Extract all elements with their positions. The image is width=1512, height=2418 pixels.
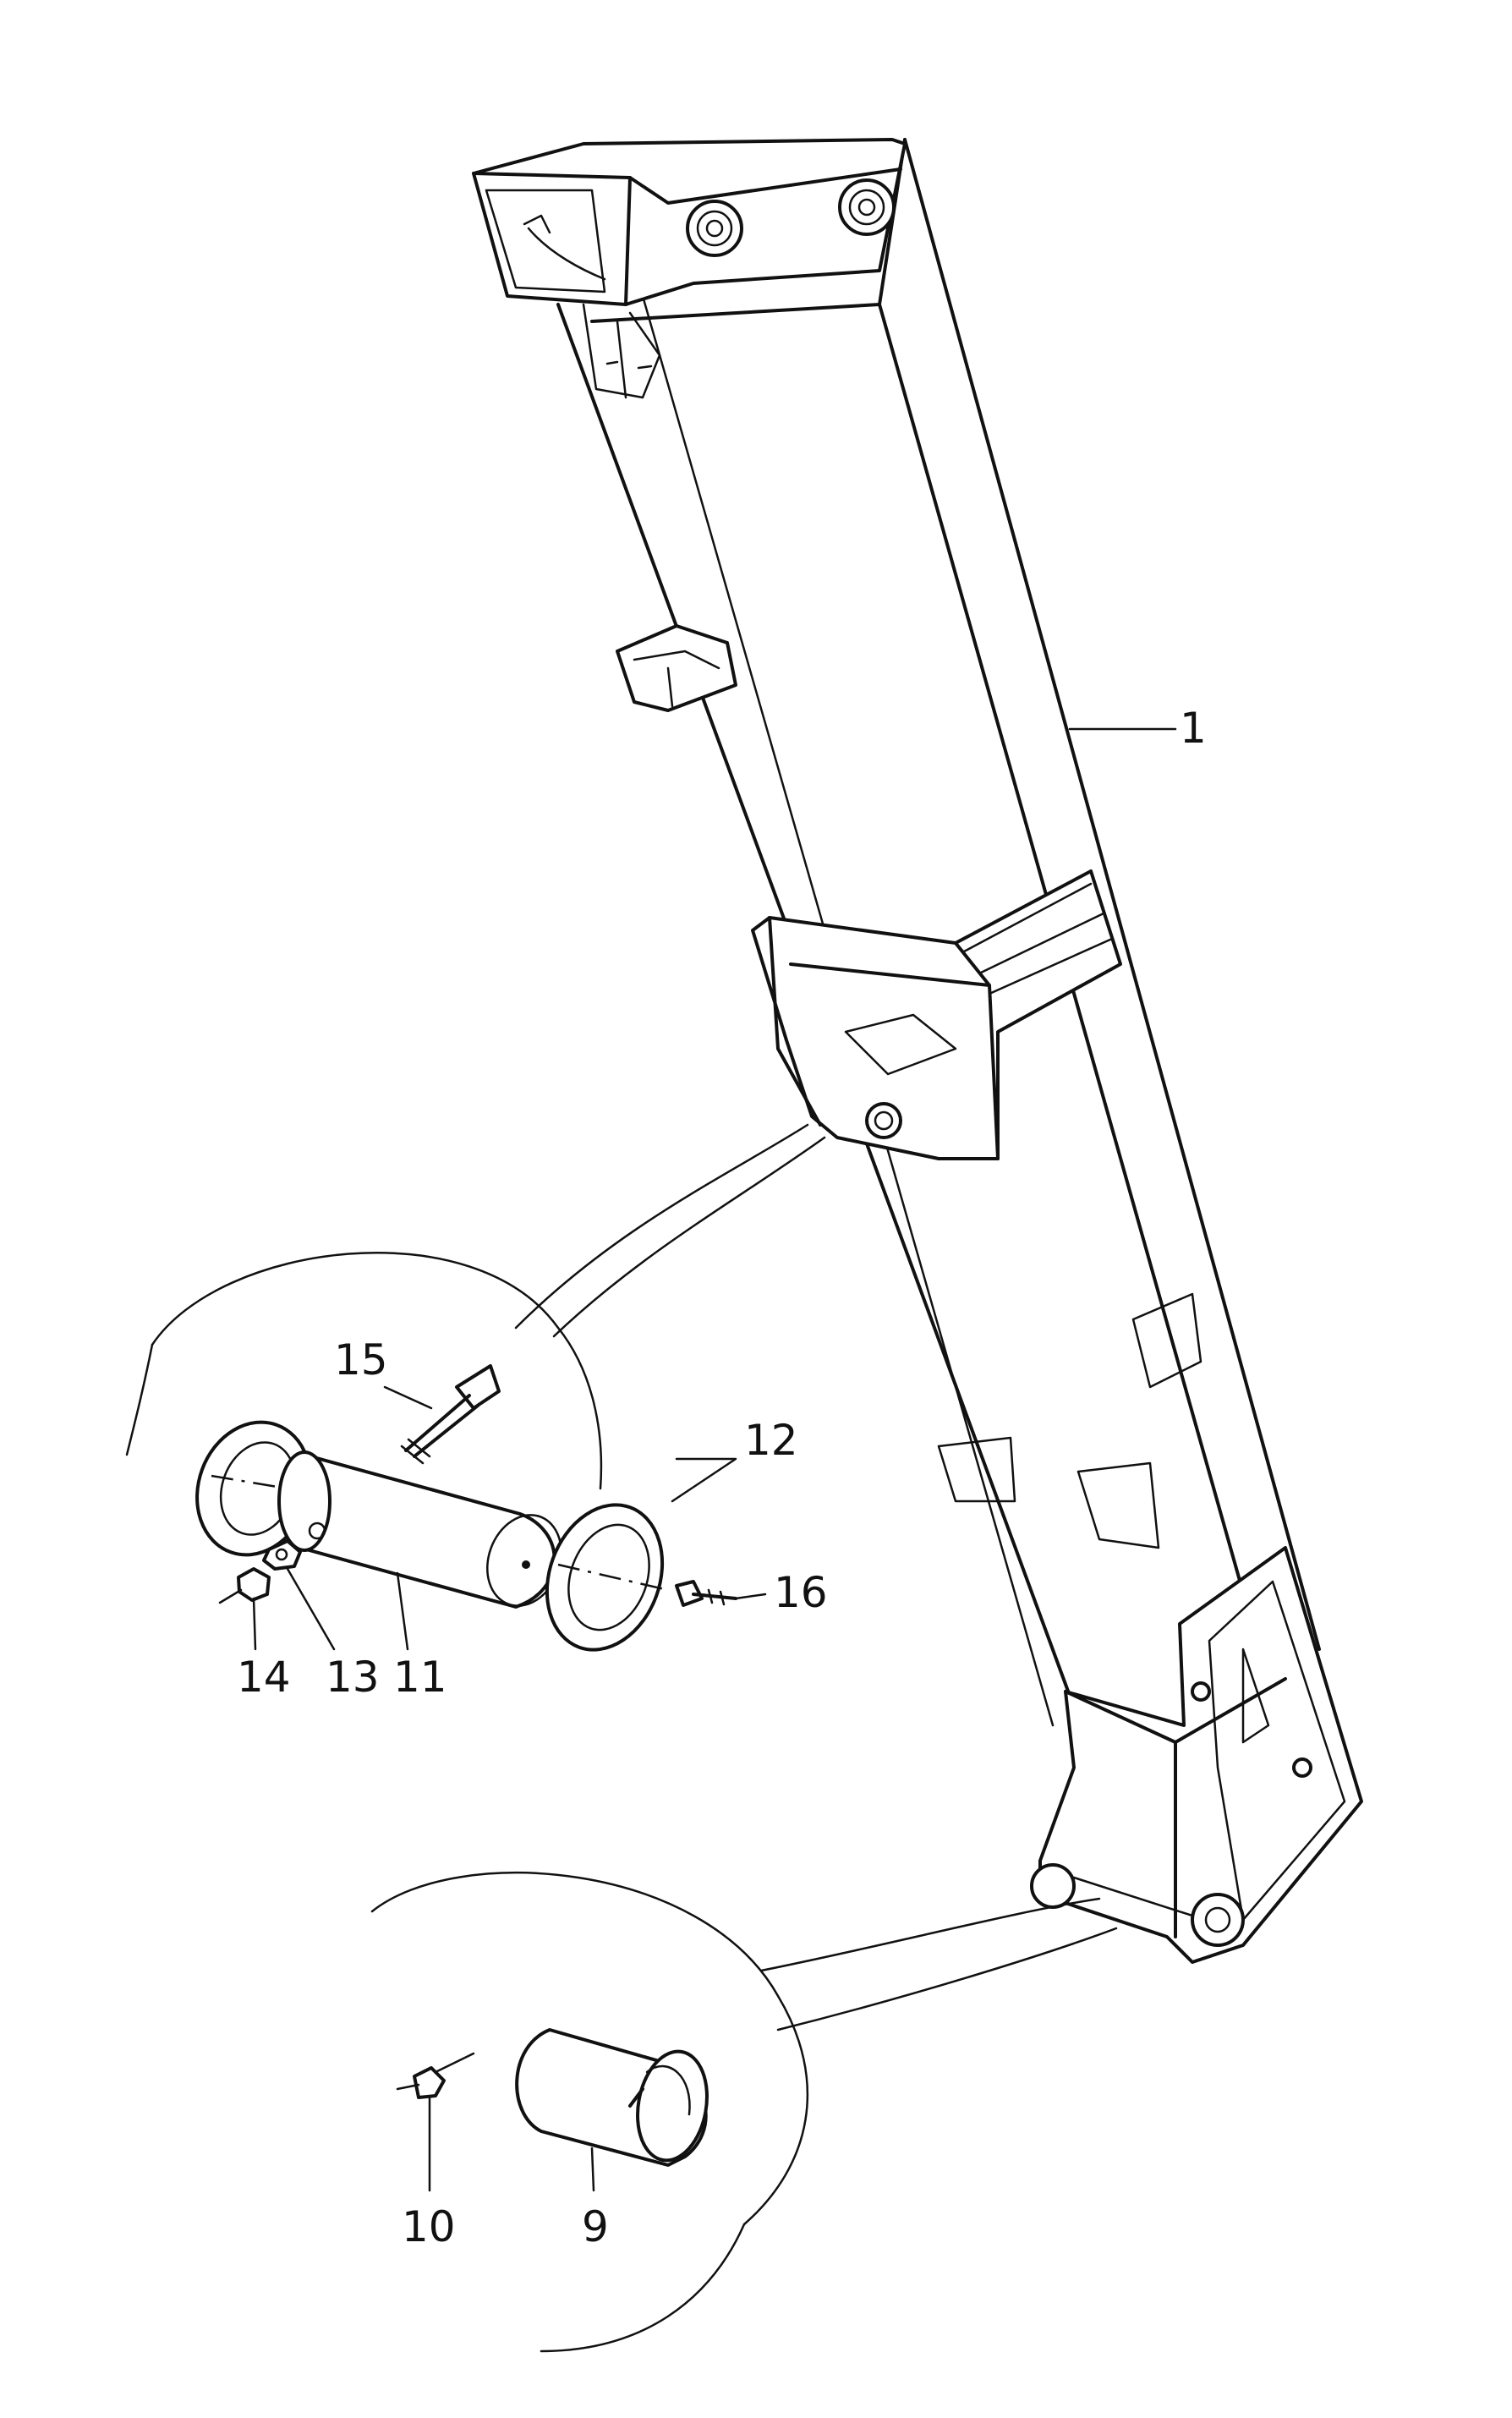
callout-11: 11 <box>393 1653 447 1702</box>
callout-labels: 1 15 12 16 14 13 11 10 9 <box>237 704 1207 2251</box>
callout-10: 10 <box>402 2202 456 2251</box>
callout-16: 16 <box>774 1568 828 1617</box>
callout-1: 1 <box>1180 704 1207 753</box>
callout-15: 15 <box>334 1335 388 1384</box>
callout-13: 13 <box>326 1653 380 1702</box>
callout-14: 14 <box>237 1653 291 1702</box>
detail-circle-pin-assembly <box>125 1123 826 1652</box>
boom-arm <box>472 138 1363 1964</box>
callout-12: 12 <box>744 1416 798 1465</box>
callout-9: 9 <box>582 2202 609 2251</box>
detail-circle-bushing <box>370 1872 1118 2353</box>
